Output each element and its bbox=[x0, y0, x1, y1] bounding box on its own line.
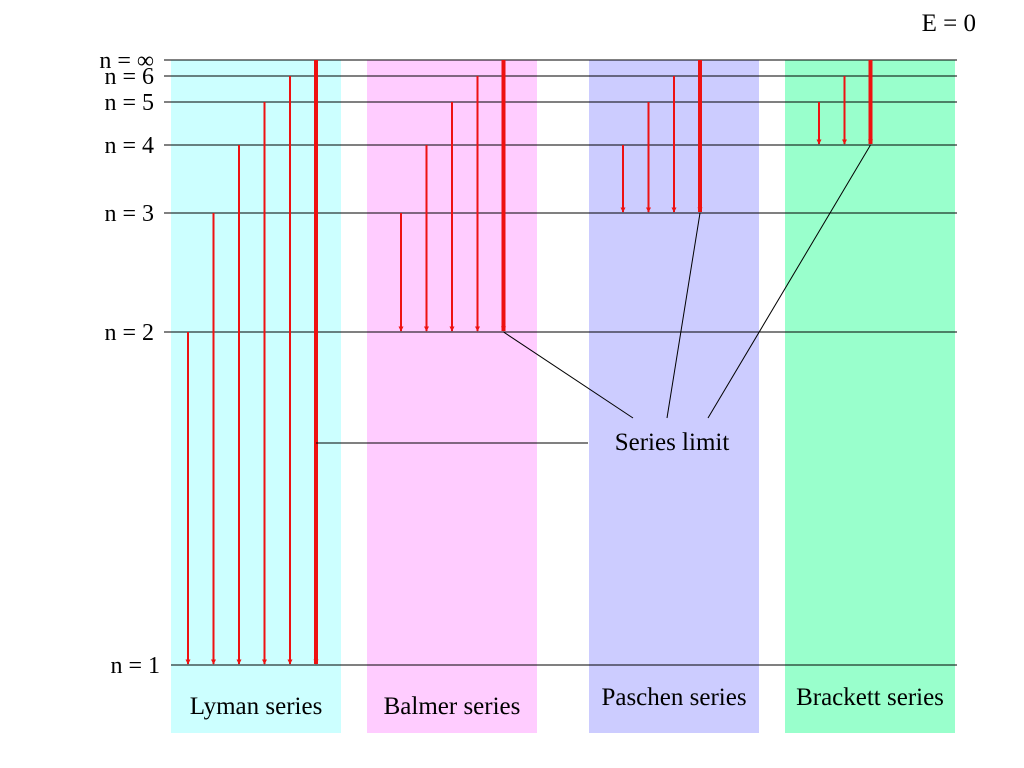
series-limit-label: Series limit bbox=[615, 429, 730, 456]
series-label-brackett: Brackett series bbox=[796, 684, 944, 711]
transition-arrows bbox=[185, 60, 873, 665]
pointer-line-brackett bbox=[707, 144, 871, 419]
pointer-line-balmer bbox=[503, 331, 634, 419]
level-label-n5: n = 5 bbox=[104, 90, 154, 116]
level-label-ninf: n = ∞ bbox=[99, 48, 154, 74]
level-label-n2: n = 2 bbox=[104, 320, 154, 346]
series-label-paschen: Paschen series bbox=[601, 684, 746, 711]
energy-zero-label: E = 0 bbox=[922, 10, 976, 37]
series-bands bbox=[171, 60, 955, 733]
series-limit-pointers bbox=[316, 144, 871, 444]
level-label-n6: n = 6 bbox=[104, 64, 154, 90]
level-label-n4: n = 4 bbox=[104, 133, 154, 159]
series-band-lyman bbox=[171, 60, 341, 733]
energy-levels: n = ∞n = 6n = 5 n = 4 n = 3 n = 2 n = 1 bbox=[99, 48, 957, 679]
series-label-lyman: Lyman series bbox=[190, 693, 323, 720]
series-band-brackett bbox=[785, 60, 955, 733]
series-labels: Lyman series Balmer series Paschen series B… bbox=[190, 684, 944, 720]
level-label-n1: n = 1 bbox=[110, 653, 160, 679]
pointer-line-paschen bbox=[666, 212, 701, 419]
level-label-n3: n = 3 bbox=[104, 201, 154, 227]
series-label-balmer: Balmer series bbox=[384, 693, 521, 720]
